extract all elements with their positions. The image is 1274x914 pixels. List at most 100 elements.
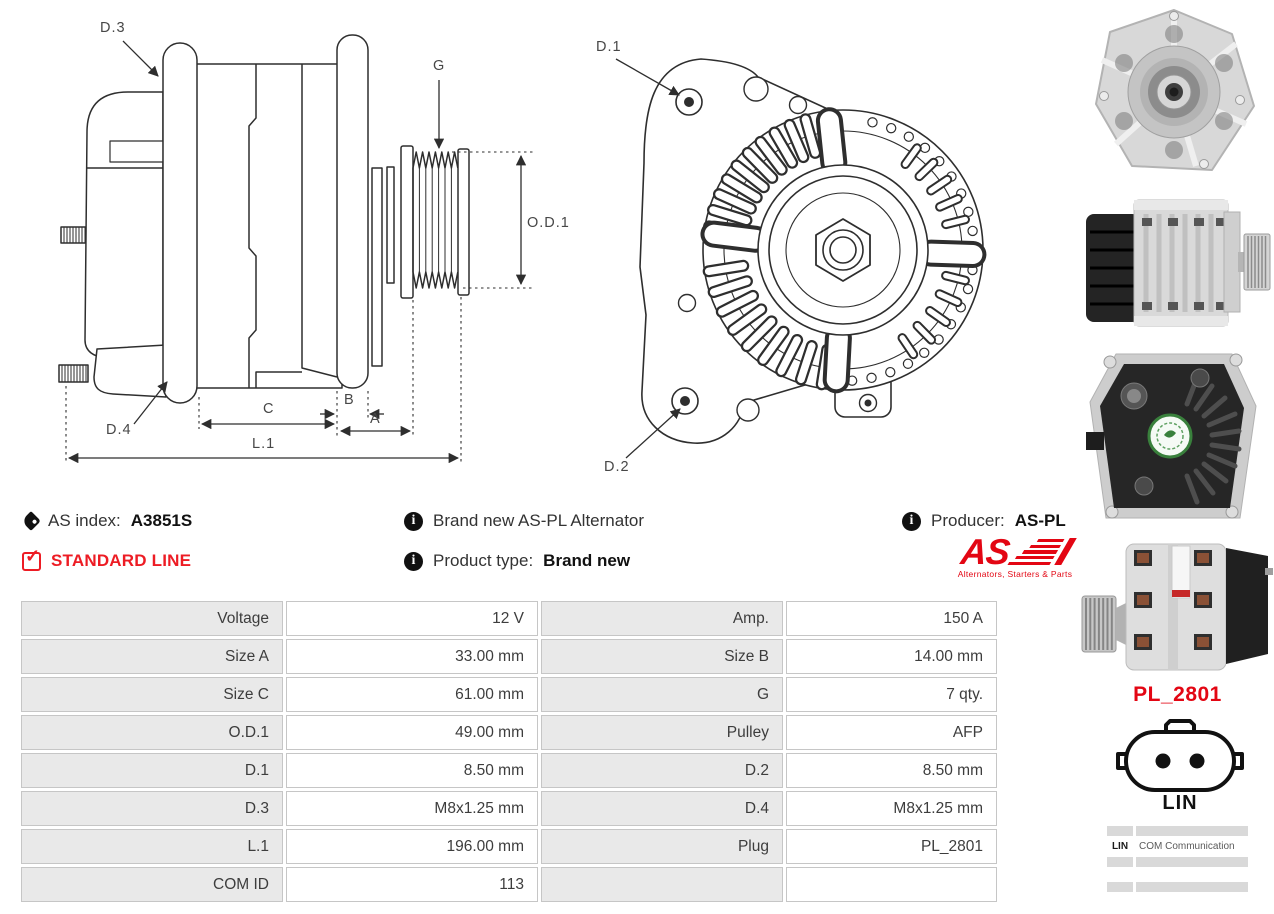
spec-label-cell: D.2	[541, 753, 783, 788]
product-label	[1171, 545, 1191, 599]
spec-value-cell: 12 V	[286, 601, 538, 636]
connector-type-label: LIN	[1162, 792, 1198, 814]
dim-label-d4: D.4	[106, 422, 132, 438]
spec-value-cell: 8.50 mm	[786, 753, 997, 788]
spec-value-cell: AFP	[786, 715, 997, 750]
stator-body	[191, 63, 343, 389]
pinout-row-empty	[1107, 826, 1248, 836]
spec-value-cell: M8x1.25 mm	[786, 791, 997, 826]
spec-row: Voltage 12 V Amp. 150 A	[21, 601, 997, 636]
logo-as-text: AS	[959, 531, 1012, 572]
spec-label-cell: O.D.1	[21, 715, 283, 750]
spec-label-cell: Amp.	[541, 601, 783, 636]
spec-value-cell: 49.00 mm	[286, 715, 538, 750]
spec-label-cell: Size C	[21, 677, 283, 712]
product-type-label: Product type:	[433, 551, 534, 570]
pulley-flange-left	[400, 145, 414, 299]
spec-value-cell: 113	[286, 867, 538, 902]
info-icon	[404, 551, 423, 571]
dim-label-l1: L.1	[252, 436, 275, 452]
spec-value-cell: 33.00 mm	[286, 639, 538, 674]
info-icon	[404, 511, 423, 531]
spec-row: L.1 196.00 mm Plug PL_2801	[21, 829, 997, 864]
spec-label-cell: G	[541, 677, 783, 712]
front-view-technical-drawing: D.1 D.2	[596, 39, 987, 475]
alternator-side-photo-art	[1086, 199, 1271, 327]
product-type-value: Brand new	[543, 551, 631, 570]
plug-connector-drawing	[1116, 719, 1244, 792]
spec-row: COM ID 113	[21, 867, 997, 902]
standard-line-badge: STANDARD LINE	[51, 551, 192, 570]
plug-code: PL_2801	[1133, 683, 1222, 706]
pinout-row: LIN COM Communication	[1107, 839, 1248, 853]
front-ear	[162, 42, 198, 404]
pin-name: LIN	[1111, 840, 1129, 852]
as-index-label: AS index:	[48, 511, 121, 530]
rear-stud-top	[60, 226, 89, 244]
standard-line-row: STANDARD LINE	[22, 546, 192, 573]
producer-value: AS-PL	[1014, 511, 1066, 530]
info-icon	[902, 511, 921, 531]
pin-description: COM Communication	[1139, 840, 1235, 852]
alternator-front-photo-art	[1095, 9, 1255, 171]
product-photo-rear-view[interactable]	[1082, 344, 1266, 532]
spec-row: D.3 M8x1.25 mm D.4 M8x1.25 mm	[21, 791, 997, 826]
pinout-spacer	[1107, 870, 1248, 879]
dim-label-od1: O.D.1	[527, 215, 570, 231]
dim-label-d3: D.3	[100, 20, 126, 36]
spec-value-cell: 196.00 mm	[286, 829, 538, 864]
spec-label-cell: Size A	[21, 639, 283, 674]
rear-cover	[84, 91, 164, 358]
spec-label-cell: Voltage	[21, 601, 283, 636]
spec-label-cell: D.3	[21, 791, 283, 826]
spec-value-cell	[786, 867, 997, 902]
product-photo-front-view[interactable]	[1086, 4, 1262, 180]
spec-value-cell: 7 qty.	[786, 677, 997, 712]
pinout-row-empty	[1107, 882, 1248, 892]
tag-icon	[21, 511, 41, 531]
spec-label-cell	[541, 867, 783, 902]
spec-label-cell: D.1	[21, 753, 283, 788]
spec-row: D.1 8.50 mm D.2 8.50 mm	[21, 753, 997, 788]
spec-value-cell: 14.00 mm	[786, 639, 997, 674]
dim-label-b: B	[344, 392, 355, 408]
spec-label-cell: Plug	[541, 829, 783, 864]
spec-label-cell: Pulley	[541, 715, 783, 750]
product-type-row: Product type: Brand new	[404, 549, 630, 573]
dim-label-d1: D.1	[596, 39, 622, 55]
pulley-grooves-top	[412, 151, 459, 169]
as-index-value: A3851S	[130, 511, 193, 530]
dim-label-d2: D.2	[604, 459, 630, 475]
brand-row: Brand new AS-PL Alternator	[404, 509, 644, 533]
pinout-table: LIN COM Communication	[1107, 826, 1248, 895]
product-photo-side-view-right[interactable]	[1082, 184, 1274, 340]
rear-ear	[336, 34, 369, 389]
brand-text: Brand new AS-PL Alternator	[433, 511, 645, 530]
spec-row: Size C 61.00 mm G 7 qty.	[21, 677, 997, 712]
as-index-row: AS index: A3851S	[21, 509, 193, 533]
pulley-flange-right	[457, 148, 470, 296]
product-photo-side-view-left[interactable]	[1080, 536, 1274, 678]
producer-row: Producer: AS-PL	[902, 509, 1066, 533]
alternator-side2-photo-art	[1081, 543, 1273, 671]
checkbox-icon	[22, 546, 41, 571]
side-view-technical-drawing: D.3 G O.D.1 D.4 C B A L.1	[58, 20, 570, 464]
plug-pin	[1155, 753, 1171, 769]
logo-tagline: Alternators, Starters & Parts	[957, 569, 1073, 579]
spec-label-cell: D.4	[541, 791, 783, 826]
pulley-grooves-bottom	[412, 271, 459, 289]
spec-row: Size A 33.00 mm Size B 14.00 mm	[21, 639, 997, 674]
spec-value-cell: 150 A	[786, 601, 997, 636]
spec-label-cell: Size B	[541, 639, 783, 674]
spec-table: Voltage 12 V Amp. 150 A Size A 33.00 mm …	[18, 598, 1000, 905]
pinout-row-empty	[1107, 857, 1248, 867]
plug-pin	[1189, 753, 1205, 769]
spec-label-cell: COM ID	[21, 867, 283, 902]
spec-value-cell: 61.00 mm	[286, 677, 538, 712]
spec-value-cell: M8x1.25 mm	[286, 791, 538, 826]
spec-value-cell: 8.50 mm	[286, 753, 538, 788]
dim-label-g: G	[433, 58, 445, 74]
dim-label-c: C	[263, 401, 274, 417]
mount-boss-d4	[93, 344, 167, 398]
